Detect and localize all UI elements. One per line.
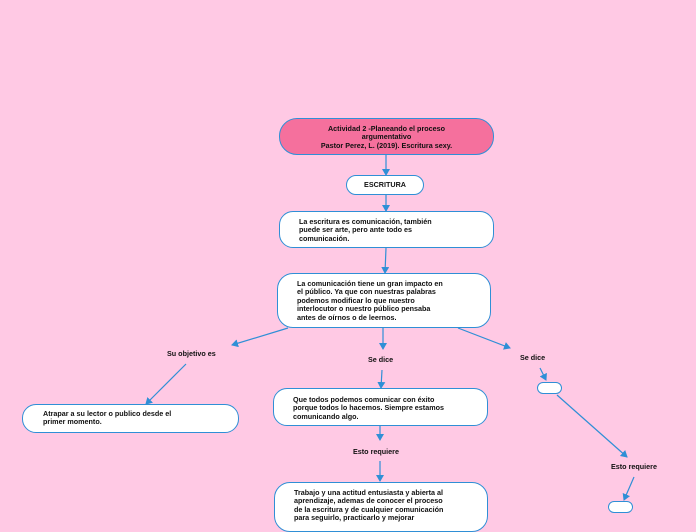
impacto-line-2: el público. Ya que con nuestras palabras <box>297 287 436 297</box>
blank-node-right[interactable] <box>537 382 562 394</box>
blank-node-bottom-right[interactable] <box>608 501 633 513</box>
link-sedice-todos <box>377 369 386 389</box>
impacto-line-3: podemos modificar lo que nuestro <box>297 295 415 305</box>
label-requiere-right[interactable]: Esto requiere <box>611 462 657 471</box>
mind-map-canvas: Actividad 2 -Planeando el proceso argume… <box>22 118 657 532</box>
todos-line-3: comunicando algo. <box>293 411 359 421</box>
trabajo-line-1: Trabajo y una actitud entusiasta y abier… <box>294 488 443 497</box>
link-sedice-right-blank <box>539 367 547 381</box>
label-requiere-center[interactable]: Esto requiere <box>353 447 399 456</box>
connector-lines <box>145 155 635 501</box>
definicion-line-3: comunicación. <box>299 233 350 243</box>
trabajo-line-3: de la escritura y de cualquier comunicac… <box>294 504 444 514</box>
link-impacto-sedice-right <box>457 327 511 350</box>
impacto-line-5: antes de oírnos o de leernos. <box>297 312 397 322</box>
atrapar-node[interactable]: Atrapar a su lector o publico desde el p… <box>22 404 239 433</box>
label-se-dice-center[interactable]: Se dice <box>368 355 394 364</box>
definicion-node[interactable]: La escritura es comunicación, también pu… <box>279 211 494 248</box>
root-title-line-2: argumentativo <box>361 132 412 142</box>
escritura-node[interactable]: ESCRITURA <box>346 175 424 195</box>
root-title-line-3: Pastor Perez, L. (2019). Escritura sexy. <box>320 140 453 150</box>
todos-line-1: Que todos podemos comunicar con éxito <box>293 395 435 404</box>
link-objetivo-atrapar <box>145 363 187 405</box>
trabajo-line-2: aprendizaje, ademas de conocer el proces… <box>294 496 443 506</box>
trabajo-line-4: para seguirlo, practicarlo y mejorar <box>294 513 415 523</box>
label-objetivo[interactable]: Su objetivo es <box>167 349 216 358</box>
atrapar-line-2: primer momento. <box>43 417 102 427</box>
impacto-line-4: interlocutor o nuestro público pensaba <box>297 304 431 314</box>
escritura-label: ESCRITURA <box>364 180 406 189</box>
impacto-node[interactable]: La comunicación tiene un gran impacto en… <box>277 273 491 328</box>
trabajo-node[interactable]: Trabajo y una actitud entusiasta y abier… <box>274 482 488 532</box>
todos-line-2: porque todos lo hacemos. Siempre estamos <box>293 403 444 413</box>
link-requiere-right-blank <box>622 476 635 501</box>
root-node[interactable]: Actividad 2 -Planeando el proceso argume… <box>279 118 494 155</box>
definicion-line-1: La escritura es comunicación, también <box>299 217 432 226</box>
link-definicion-impacto <box>381 247 390 274</box>
definicion-line-2: puede ser arte, pero ante todo es <box>299 225 413 235</box>
todos-node[interactable]: Que todos podemos comunicar con éxito po… <box>273 388 488 426</box>
link-impacto-objetivo <box>231 327 289 348</box>
atrapar-line-1: Atrapar a su lector o publico desde el <box>43 409 172 418</box>
label-se-dice-right[interactable]: Se dice <box>520 353 546 362</box>
root-title-line-1: Actividad 2 -Planeando el proceso <box>327 124 446 133</box>
impacto-line-1: La comunicación tiene un gran impacto en <box>297 279 443 288</box>
link-blank-requiere-right <box>556 394 628 458</box>
